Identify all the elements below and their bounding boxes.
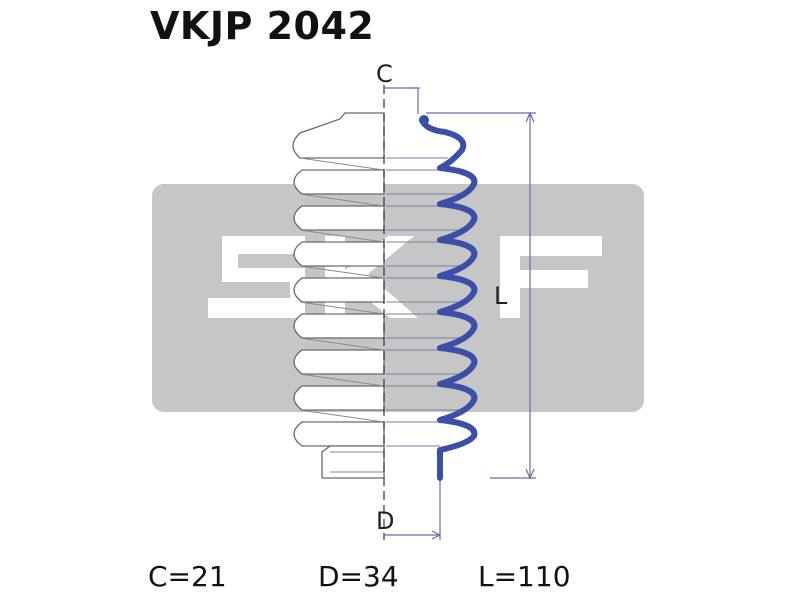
section-lines <box>386 157 460 447</box>
spec-l-value: L=110 <box>478 560 571 593</box>
dimension-d <box>384 480 442 540</box>
boot-groove-lines <box>299 157 385 473</box>
dimension-c <box>384 87 420 114</box>
boot-section-profile <box>419 117 478 481</box>
spec-d-value: D=34 <box>318 560 399 593</box>
product-code-title: VKJP 2042 <box>150 4 375 48</box>
profile-top-bead <box>419 115 429 125</box>
dimension-c-label: C <box>376 60 393 88</box>
dimension-l <box>426 111 536 480</box>
skf-watermark-logo <box>152 184 644 412</box>
dimension-l-label: L <box>494 282 508 310</box>
dimension-d-label: D <box>376 507 394 535</box>
spec-c-value: C=21 <box>148 560 227 593</box>
